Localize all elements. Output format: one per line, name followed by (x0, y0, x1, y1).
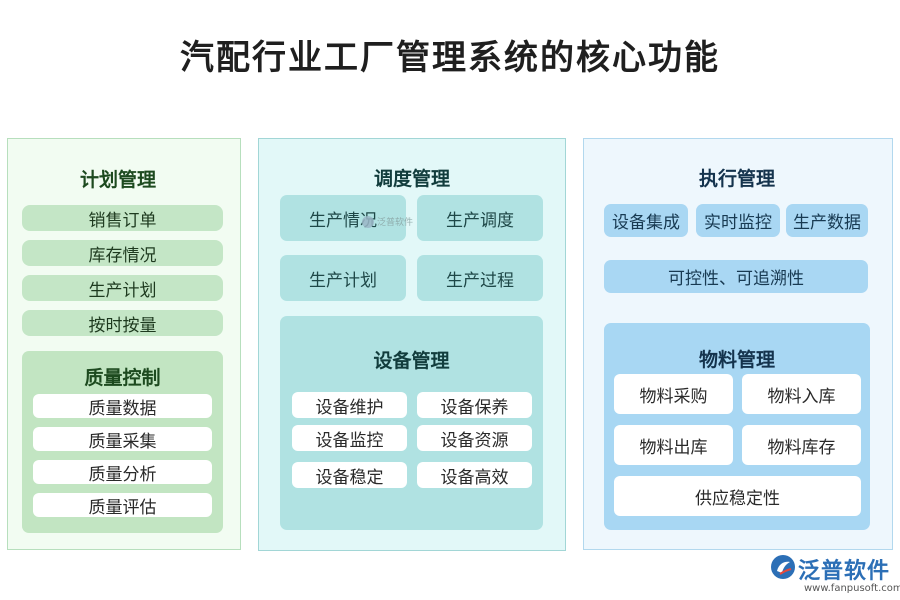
plan-item-production-plan: 生产计划 (22, 275, 223, 301)
material-supply-stability: 供应稳定性 (614, 476, 861, 516)
equipment-item-maintain: 设备维护 (292, 392, 407, 418)
equipment-item-stable: 设备稳定 (292, 462, 407, 488)
schedule-item-dispatch: 生产调度 (417, 195, 543, 241)
schedule-title: 调度管理 (373, 168, 450, 190)
execute-item-integration: 设备集成 (604, 204, 688, 237)
quality-item-collect: 质量采集 (33, 427, 212, 452)
plan-item-inventory: 库存情况 (22, 240, 223, 266)
schedule-panel: 调度管理 生产情况 生产调度 生产计划 生产过程 设备管理 设备维护 设备保养 … (258, 138, 566, 551)
plan-item-on-time: 按时按量 (22, 310, 223, 336)
brand-name: 泛普软件 (798, 559, 891, 584)
execute-item-data: 生产数据 (786, 204, 868, 237)
quality-item-data: 质量数据 (33, 394, 212, 419)
equipment-item-upkeep: 设备保养 (417, 392, 532, 418)
brand-url: www.fanpusoft.com (804, 583, 900, 594)
schedule-item-plan: 生产计划 (280, 255, 406, 301)
plan-panel: 计划管理 销售订单 库存情况 生产计划 按时按量 质量控制 质量数据 质量采集 … (7, 138, 241, 550)
watermark: 泛普软件 (362, 215, 413, 228)
execute-panel: 执行管理 设备集成 实时监控 生产数据 可控性、可追溯性 物料管理 物料采购 物… (583, 138, 893, 550)
watermark-text: 泛普软件 (377, 218, 414, 228)
quality-control-group: 质量控制 质量数据 质量采集 质量分析 质量评估 (22, 351, 223, 533)
execute-traceability: 可控性、可追溯性 (604, 260, 868, 293)
material-item-purchase: 物料采购 (614, 374, 733, 414)
brand-mark-icon (771, 555, 795, 579)
brand-logo: 泛普软件 www.fanpusoft.com (770, 552, 900, 598)
execute-title: 执行管理 (698, 168, 775, 190)
quality-item-evaluate: 质量评估 (33, 493, 212, 518)
equipment-item-monitor: 设备监控 (292, 425, 407, 451)
material-item-outbound: 物料出库 (614, 425, 733, 465)
execute-item-monitor: 实时监控 (696, 204, 780, 237)
material-title: 物料管理 (698, 349, 775, 371)
plan-title: 计划管理 (79, 169, 156, 191)
equipment-item-resource: 设备资源 (417, 425, 532, 451)
equipment-title: 设备管理 (373, 350, 450, 372)
watermark-logo-icon (362, 215, 374, 228)
schedule-item-status: 生产情况 (280, 195, 406, 241)
quality-title: 质量控制 (84, 367, 161, 389)
quality-item-analysis: 质量分析 (33, 460, 212, 485)
equipment-group: 设备管理 设备维护 设备保养 设备监控 设备资源 设备稳定 设备高效 (280, 316, 543, 530)
schedule-item-process: 生产过程 (417, 255, 543, 301)
equipment-item-efficient: 设备高效 (417, 462, 532, 488)
material-group: 物料管理 物料采购 物料入库 物料出库 物料库存 供应稳定性 (604, 323, 870, 530)
material-item-stock: 物料库存 (742, 425, 861, 465)
plan-item-sales-order: 销售订单 (22, 205, 223, 231)
material-item-inbound: 物料入库 (742, 374, 861, 414)
page-title: 汽配行业工厂管理系统的核心功能 (180, 38, 720, 78)
